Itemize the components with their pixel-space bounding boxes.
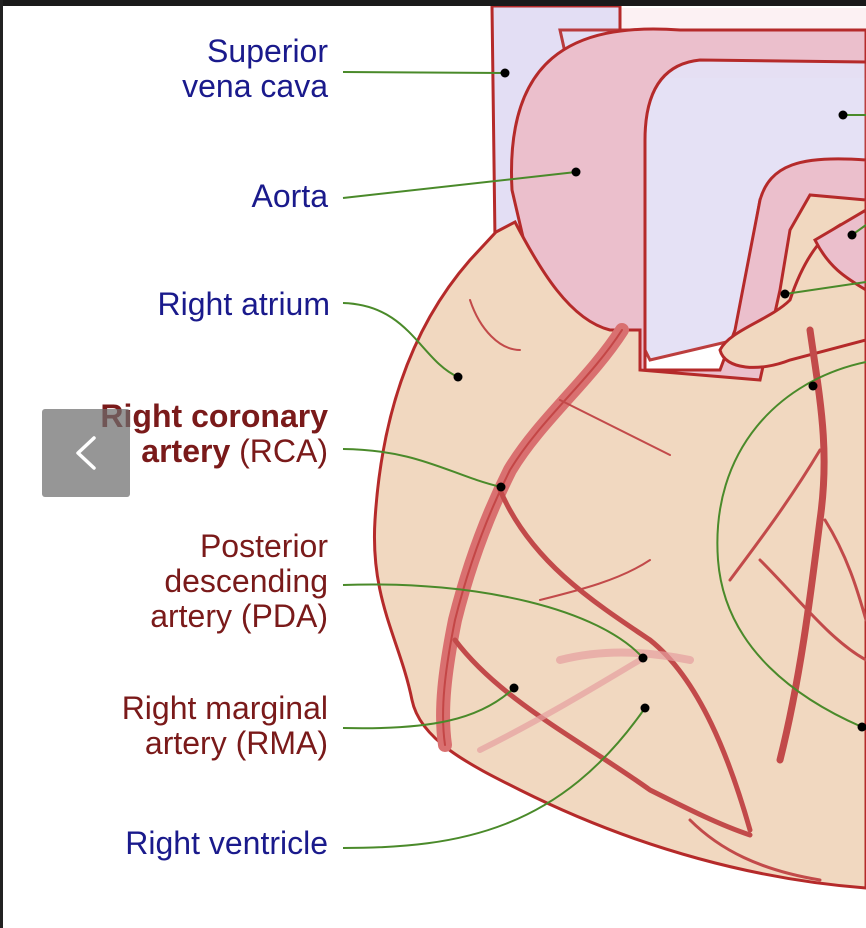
label-line: Posterior — [199, 528, 328, 564]
chevron-left-icon — [76, 436, 96, 470]
top-bar — [0, 0, 866, 6]
label-right-coronary-artery: Right coronary artery (RCA) — [100, 399, 328, 469]
left-edge — [0, 0, 3, 928]
label-line: vena cava — [182, 68, 328, 104]
label-right-ventricle: Right ventricle — [125, 826, 328, 861]
label-line: artery (PDA) — [150, 598, 328, 634]
leader-lines — [342, 71, 866, 849]
label-text: Aorta — [251, 178, 328, 214]
label-line: artery (RMA) — [144, 725, 328, 761]
label-right-marginal-artery: Right marginal artery (RMA) — [122, 691, 328, 761]
label-posterior-descending-artery: Posterior descending artery (PDA) — [150, 529, 328, 634]
pointer-dots — [453, 68, 866, 732]
label-text: Right atrium — [157, 286, 331, 322]
label-suffix: (RCA) — [230, 433, 328, 469]
label-line-bold: Right coronary — [100, 398, 328, 434]
label-line: descending — [164, 563, 328, 599]
label-line: Right marginal — [121, 690, 328, 726]
label-superior-vena-cava: Superior vena cava — [182, 34, 328, 104]
label-right-atrium: Right atrium — [158, 287, 331, 322]
label-bold-part: artery — [141, 433, 231, 469]
label-text: Right ventricle — [125, 825, 328, 861]
label-line: Superior — [207, 33, 328, 69]
label-aorta: Aorta — [252, 179, 328, 214]
previous-image-button[interactable] — [42, 409, 130, 497]
